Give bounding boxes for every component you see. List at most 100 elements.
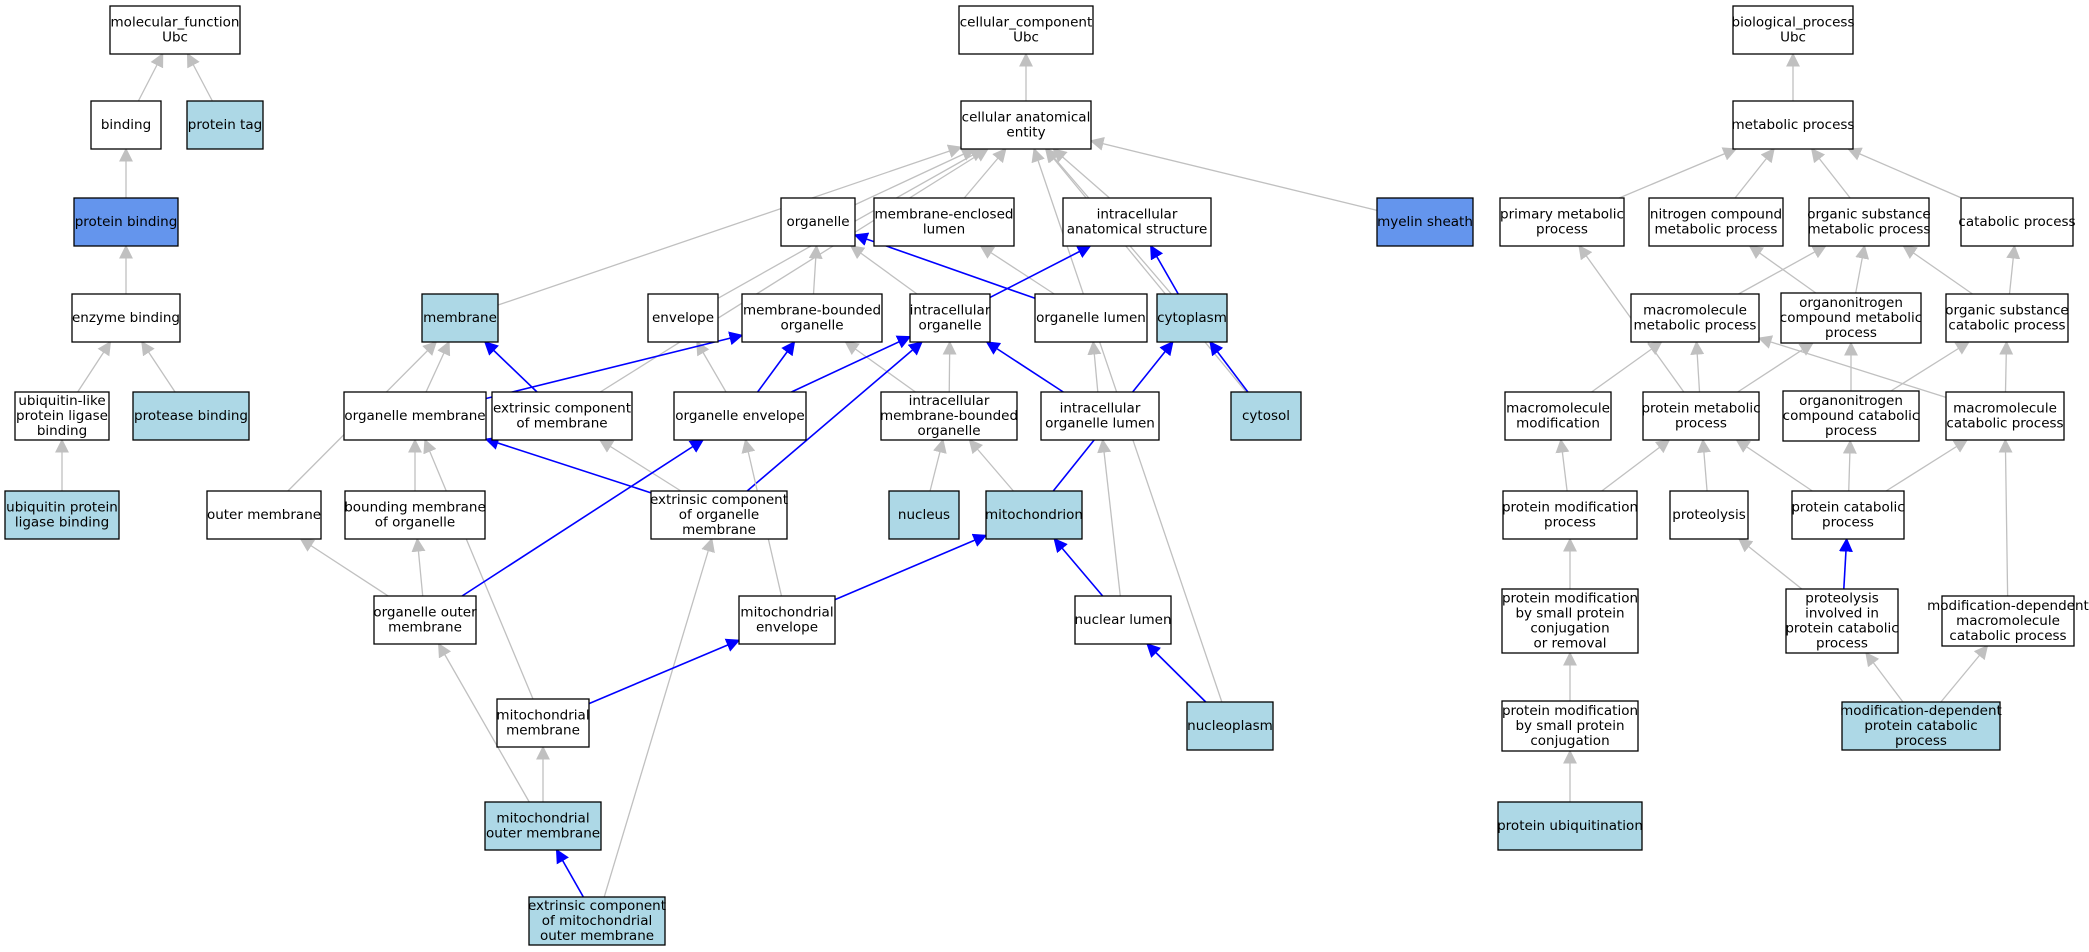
edge-os_catab-to-osm	[1902, 245, 1973, 295]
node-label-line: metabolic process	[1808, 222, 1931, 238]
node-label-line: organelle envelope	[675, 408, 804, 424]
node-metab[interactable]: metabolic process	[1732, 100, 1855, 150]
node-protein-binding[interactable]: protein binding	[73, 197, 179, 247]
node-label-line: organelle lumen	[1036, 310, 1146, 326]
node-label-line: process	[1825, 423, 1877, 439]
edge-oom-to-bmo	[411, 537, 426, 597]
node-org-mem[interactable]: organelle membrane	[343, 391, 487, 441]
edge-oom-to-outer_mem	[299, 538, 389, 597]
node-label-line: process	[1544, 515, 1596, 531]
node-org-lumen[interactable]: organelle lumen	[1034, 293, 1148, 343]
node-enzyme-binding[interactable]: enzyme binding	[71, 293, 181, 343]
edge-on_metab-to-nitro_metab	[1748, 245, 1817, 294]
node-box	[1186, 701, 1274, 751]
node-label-line: conjugation	[1530, 733, 1609, 749]
node-envelope[interactable]: envelope	[647, 293, 719, 343]
node-mdmc[interactable]: modification-dependentmacromoleculecatab…	[1927, 595, 2089, 647]
node-catab[interactable]: catabolic process	[1958, 197, 2076, 247]
node-nuc-lumen[interactable]: nuclear lumen	[1074, 595, 1172, 645]
edge-oom-to-org_env	[461, 439, 705, 597]
node-label-line: protein metabolic	[1641, 401, 1760, 417]
node-box	[1732, 5, 1854, 55]
node-nucleus[interactable]: nucleus	[888, 490, 960, 540]
node-label-line: organonitrogen	[1799, 393, 1903, 409]
node-binding[interactable]: binding	[90, 100, 162, 150]
edge-mel-to-cae	[963, 147, 1007, 199]
node-org-env[interactable]: organelle envelope	[673, 391, 807, 441]
node-mito[interactable]: mitochondrion	[985, 490, 1083, 540]
node-label-line: outer membrane	[540, 928, 654, 944]
node-box	[1732, 100, 1854, 150]
node-myelin[interactable]: myelin sheath	[1376, 197, 1474, 247]
edge-org_mem-to-membrane	[425, 340, 451, 393]
node-box	[1501, 700, 1639, 752]
node-label-line: intracellular	[909, 393, 990, 409]
node-cytosol[interactable]: cytosol	[1230, 391, 1302, 441]
node-label-line: membrane-bounded	[743, 303, 881, 319]
node-box	[909, 293, 991, 343]
node-cytoplasm[interactable]: cytoplasm	[1156, 293, 1228, 343]
node-label-line: enzyme binding	[72, 310, 180, 326]
node-box	[4, 490, 120, 540]
edge-myelin-to-cae	[1089, 136, 1378, 211]
node-label-line: outer membrane	[486, 826, 600, 842]
node-label-line: protein catabolic	[1864, 718, 1977, 734]
edge-cytosol-to-cytoplasm	[1209, 340, 1249, 393]
edge-binding-to-mf	[137, 52, 164, 102]
node-box	[109, 5, 241, 55]
node-membrane[interactable]: membrane	[421, 293, 499, 343]
node-label-line: myelin sheath	[1377, 214, 1473, 230]
node-protease-binding[interactable]: protease binding	[132, 391, 250, 441]
node-box	[738, 595, 836, 645]
node-outer-mem[interactable]: outer membrane	[206, 490, 322, 540]
node-box	[880, 391, 1018, 441]
node-prot-ubiq[interactable]: protein ubiquitination	[1497, 801, 1643, 851]
node-label-line: macromolecule	[1506, 401, 1610, 417]
node-box	[344, 490, 486, 540]
node-label-line: protein binding	[75, 214, 178, 230]
node-box	[1502, 490, 1638, 540]
node-nucleoplasm[interactable]: nucleoplasm	[1186, 701, 1274, 751]
edge-prot_inv-to-proteolysis	[1738, 538, 1803, 590]
node-proteolysis[interactable]: proteolysis	[1669, 490, 1749, 540]
node-label-line: organelle	[780, 318, 843, 334]
node-protein-tag[interactable]: protein tag	[186, 100, 264, 150]
node-organelle[interactable]: organelle	[780, 197, 856, 247]
